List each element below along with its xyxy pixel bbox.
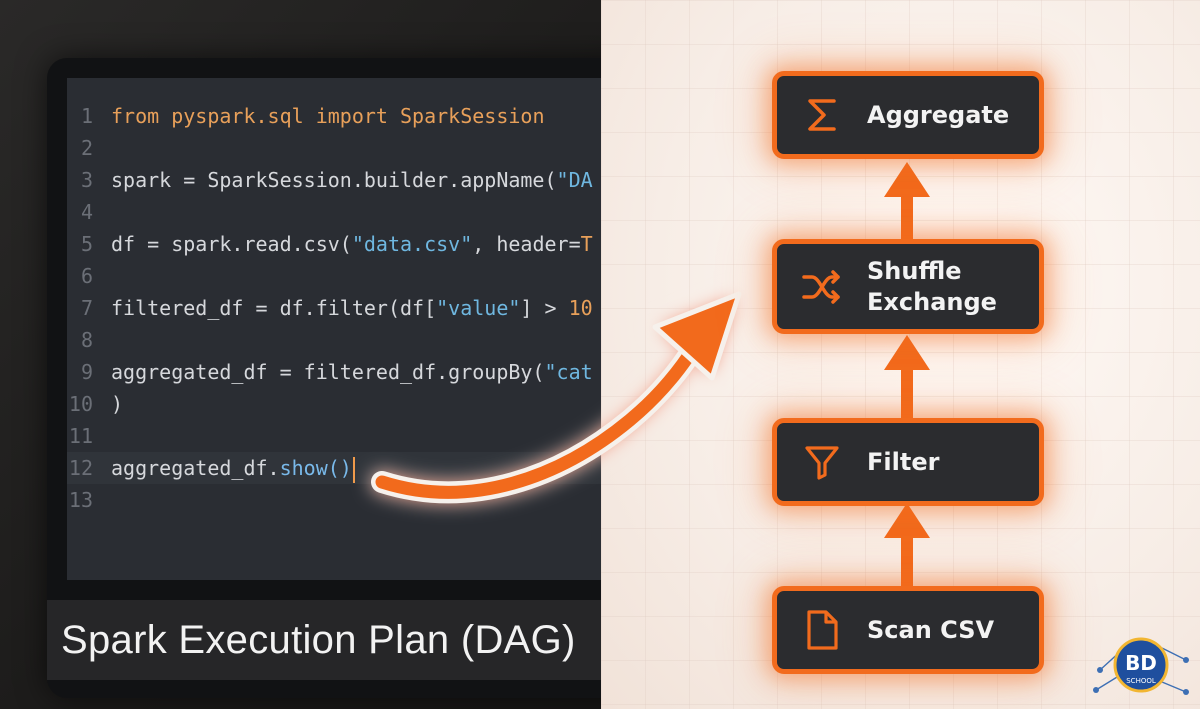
dag-node-scan[interactable]: Scan CSV (772, 586, 1044, 674)
diagram-caption: Spark Execution Plan (DAG) (61, 618, 576, 662)
dag-node-label-line: Exchange (867, 287, 997, 316)
code-line[interactable]: 3 spark = SparkSession.builder.appName("D… (67, 164, 607, 196)
text-cursor (352, 456, 355, 483)
line-number: 6 (80, 264, 93, 288)
sigma-icon (777, 95, 867, 135)
code-line[interactable]: 7 filtered_df = df.filter(df["value"] > 1… (67, 292, 607, 324)
dag-node-label: Aggregate (867, 100, 1009, 131)
file-icon (777, 609, 867, 651)
code-line[interactable]: 11 (67, 420, 607, 452)
bd-school-logo: BD SCHOOL (1093, 637, 1189, 695)
code-token: "data.csv" (351, 232, 473, 256)
code-token: import (315, 104, 401, 128)
line-number: 1 (80, 104, 93, 128)
code-line[interactable]: 5 df = spark.read.csv("data.csv", header=… (67, 228, 607, 260)
code-token: , header= (472, 232, 581, 256)
line-number: 10 (68, 392, 93, 416)
dag-node-label-line: Shuffle (867, 256, 962, 285)
line-number: 7 (80, 296, 93, 320)
code-token: pyspark.sql (171, 104, 316, 128)
code-token: from (111, 104, 172, 128)
line-number: 12 (68, 456, 93, 480)
code-token: "DA (556, 168, 593, 192)
code-token: 10 (568, 296, 593, 320)
dag-node-aggregate[interactable]: Aggregate (772, 71, 1044, 159)
caption-bar (47, 600, 601, 680)
line-number: 2 (80, 136, 93, 160)
dag-node-label-line: Scan CSV (867, 615, 995, 644)
code-token: show() (279, 456, 352, 480)
dag-node-filter[interactable]: Filter (772, 418, 1044, 506)
code-line[interactable]: 9 aggregated_df = filtered_df.groupBy("ca… (67, 356, 607, 388)
line-number: 4 (80, 200, 93, 224)
code-line[interactable]: 2 (67, 132, 607, 164)
code-line[interactable]: 13 (67, 484, 607, 516)
code-token: SparkSession (400, 104, 545, 128)
line-number: 11 (68, 424, 93, 448)
line-number: 13 (68, 488, 93, 512)
line-number: 8 (80, 328, 93, 352)
svg-text:SCHOOL: SCHOOL (1126, 677, 1156, 685)
code-token: aggregated_df = filtered_df.groupBy( (111, 360, 545, 384)
code-token: ] > (520, 296, 569, 320)
code-line[interactable]: 10) (67, 388, 607, 420)
code-token: T (580, 232, 593, 256)
dag-node-label: Scan CSV (867, 615, 994, 646)
code-line[interactable]: 6 (67, 260, 607, 292)
shuffle-icon (777, 267, 867, 307)
code-line[interactable]: 1 from pyspark.sql import SparkSession (67, 100, 607, 132)
code-token: aggregated_df. (111, 456, 280, 480)
code-token: "value" (436, 296, 521, 320)
dag-node-label-line: Filter (867, 447, 940, 476)
code-token: filtered_df = df.filter(df[ (111, 296, 437, 320)
line-number: 9 (80, 360, 93, 384)
dag-node-label: Filter (867, 447, 939, 478)
line-number: 5 (80, 232, 93, 256)
code-line[interactable]: 12 aggregated_df.show() (67, 452, 607, 484)
svg-text:BD: BD (1125, 651, 1157, 675)
code-token: "cat (544, 360, 593, 384)
code-line[interactable]: 4 (67, 196, 607, 228)
code-token: df = spark.read.csv( (111, 232, 352, 256)
code-line[interactable]: 8 (67, 324, 607, 356)
code-token: ) (111, 392, 124, 416)
dag-node-label-line: Aggregate (867, 100, 1010, 129)
filter-icon (777, 442, 867, 482)
code-token: spark = SparkSession.builder.appName( (111, 168, 557, 192)
line-number: 3 (80, 168, 93, 192)
